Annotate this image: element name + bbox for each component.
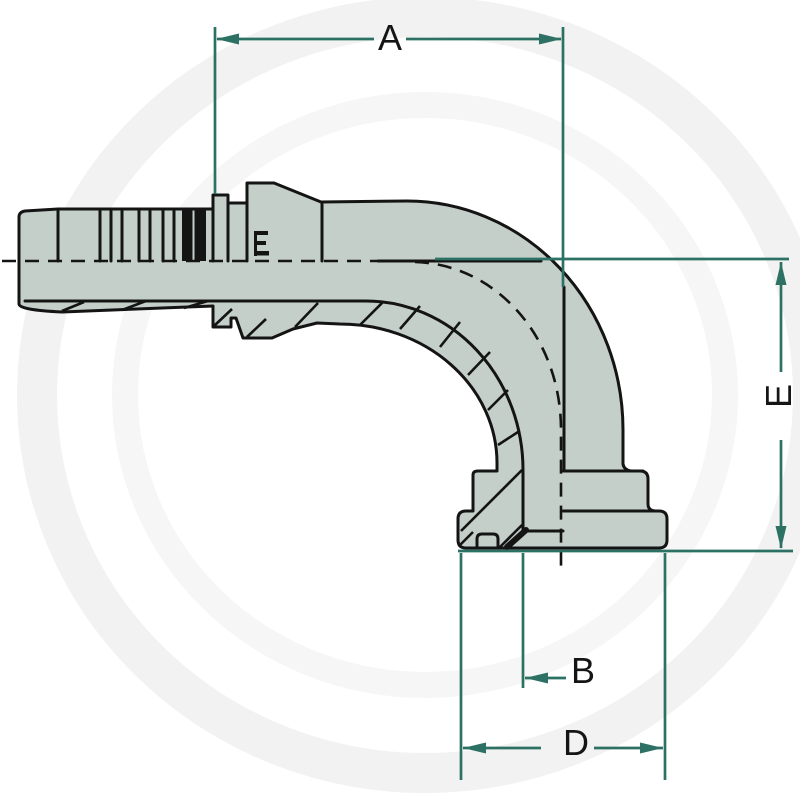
bore-line <box>23 299 525 533</box>
label-e: E <box>758 384 799 408</box>
dimension-a: A <box>213 17 565 287</box>
watermark-ring-inner <box>112 92 738 698</box>
b-arrow <box>525 672 548 684</box>
dimension-e: E <box>435 257 799 553</box>
crimp-band <box>194 209 206 261</box>
e-arrow-bottom <box>775 526 787 549</box>
centerlines <box>2 259 563 572</box>
dimension-d: D <box>459 553 667 780</box>
a-arrow-right <box>539 33 562 45</box>
stamp-mark <box>254 231 269 256</box>
oring-groove <box>475 532 500 550</box>
dimension-b: B <box>521 553 595 691</box>
crimp-band <box>182 209 193 261</box>
watermark <box>17 0 800 793</box>
label-a: A <box>378 17 402 58</box>
centerline-bend <box>414 260 563 572</box>
d-arrow-right <box>640 742 663 754</box>
bore-section-lines <box>23 259 657 550</box>
fitting <box>17 181 669 550</box>
watermark-ring-outer <box>17 0 800 793</box>
dimensions: A E B D <box>213 17 799 780</box>
label-d: D <box>563 722 589 763</box>
fitting-body <box>17 181 669 550</box>
a-arrow-left <box>216 33 239 45</box>
section-hatching <box>61 299 523 548</box>
bore-chamfer <box>504 527 529 550</box>
hose-tail-ribs <box>56 182 324 263</box>
d-arrow-left <box>463 742 486 754</box>
e-arrow-top <box>775 262 787 285</box>
label-b: B <box>571 650 595 691</box>
